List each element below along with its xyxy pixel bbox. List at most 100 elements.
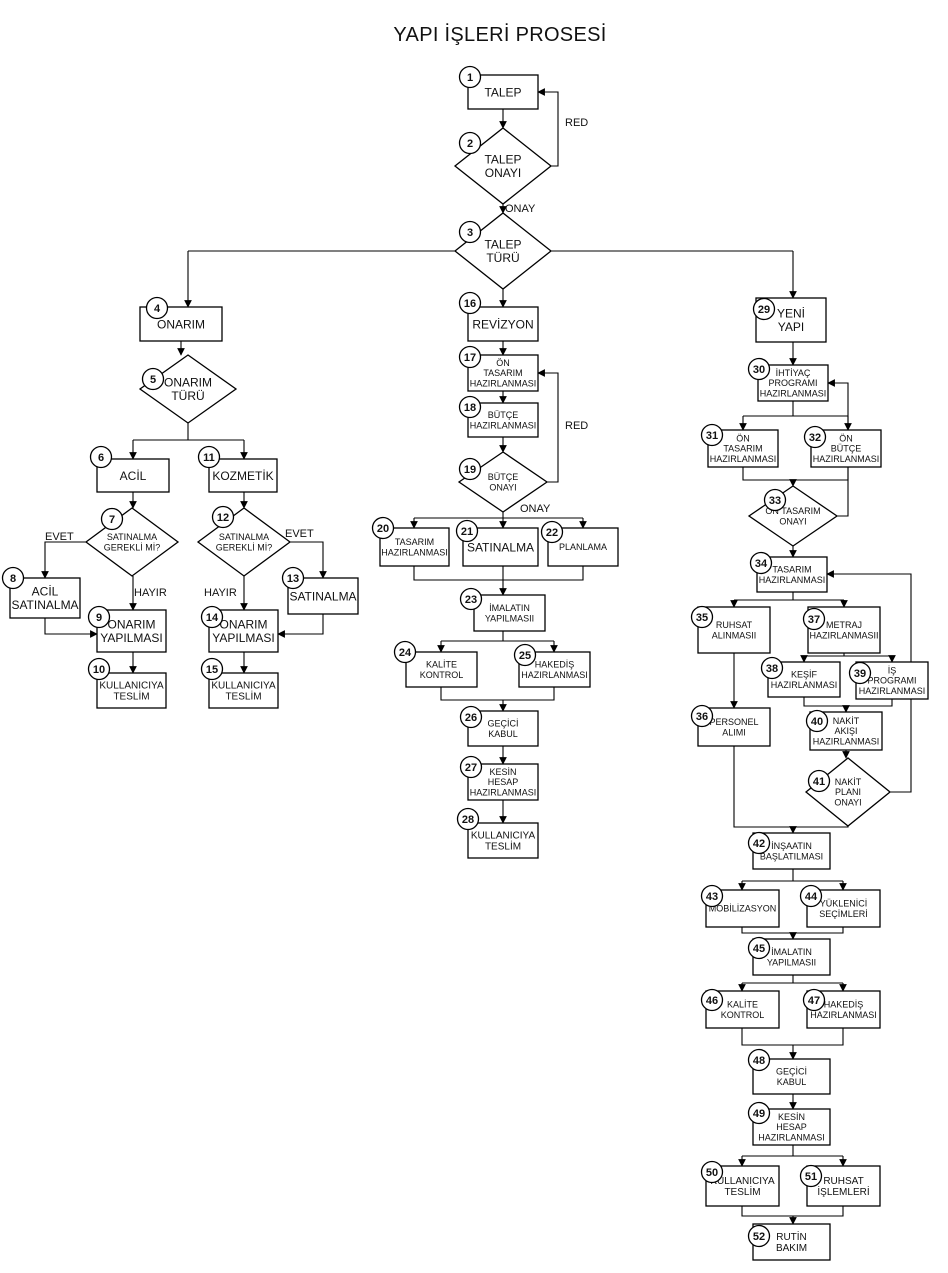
step-label-line: GEREKLİ Mİ? — [216, 542, 273, 552]
step-label-line: ONARIM — [157, 317, 205, 331]
connector-48 — [742, 467, 849, 481]
step-label-line: SEÇİMLERİ — [819, 909, 868, 919]
step-number-badge — [747, 831, 771, 855]
process-box — [96, 672, 167, 709]
step-label-line: KULLANICIYA — [710, 1176, 775, 1187]
step-label-line: ALIMI — [722, 727, 746, 737]
step-label-line: TÜRÜ — [171, 389, 204, 403]
connector-39 — [440, 687, 555, 701]
step-number-badge — [458, 457, 482, 481]
step-label-line: ÖN — [496, 358, 510, 368]
step-number-badge — [799, 1164, 823, 1188]
step-number-badge — [760, 656, 784, 680]
step-number-badge — [458, 131, 482, 155]
step-number: 3 — [467, 227, 473, 239]
step-label-line: KALİTE — [727, 1000, 758, 1010]
step-number: 8 — [10, 573, 16, 585]
edge-label-red: RED — [565, 420, 588, 432]
step-label: ONARIM — [157, 317, 205, 331]
step-label-line: MOBİLİZASYON — [709, 904, 777, 914]
step-number-badge — [200, 657, 224, 681]
connector-22 — [44, 618, 98, 638]
step-label-line: HAKEDİŞ — [535, 660, 575, 670]
step-label-line: ONAYI — [489, 482, 516, 492]
step-label-line: TESLİM — [113, 690, 149, 703]
connector-19 — [41, 541, 86, 579]
step-label-line: HAZIRLANMASI — [813, 736, 880, 746]
step-label-line: HAZIRLANMASI — [759, 575, 826, 585]
step-number-badge — [700, 1160, 724, 1184]
step-label-line: SATINALMA — [11, 598, 78, 612]
step-number: 45 — [753, 943, 765, 955]
step-number-badge — [281, 566, 305, 590]
step-label-line: KABUL — [777, 1077, 807, 1087]
step-label-line: KESİN — [489, 767, 516, 777]
process-box — [405, 651, 478, 688]
step-number-badge — [747, 936, 771, 960]
step-label-line: GEREKLİ Mİ? — [104, 542, 161, 552]
step-label-line: TALEP — [484, 153, 521, 167]
step-number: 21 — [461, 526, 473, 538]
step-number: 50 — [706, 1167, 718, 1179]
step-number: 29 — [758, 304, 770, 316]
step-label-line: TALEP — [484, 85, 521, 99]
step-label-line: BÜTÇE — [488, 410, 519, 420]
step-label-line: GEÇİCİ — [487, 719, 518, 729]
step-number-badge — [458, 345, 482, 369]
step-number: 5 — [150, 374, 156, 386]
step-number-badge — [458, 220, 482, 244]
step-number-badge — [211, 505, 235, 529]
step-number: 25 — [519, 650, 531, 662]
connector-77 — [741, 1028, 844, 1046]
step-label-line: HAZIRLANMASI — [381, 547, 448, 557]
step-label-line: KULLANICIYA — [211, 681, 276, 692]
step-number-badge — [700, 884, 724, 908]
step-label-line: GEÇİCİ — [776, 1067, 807, 1077]
process-box — [752, 1108, 831, 1146]
step-label-line: İŞLEMLERİ — [817, 1185, 869, 1198]
step-number: 11 — [203, 452, 215, 464]
step-number-badge — [700, 423, 724, 447]
step-number-badge — [763, 488, 787, 512]
step-number: 13 — [287, 573, 299, 585]
step-label-line: PLANI — [835, 787, 861, 797]
step-label-line: HAZIRLANMASI — [470, 378, 537, 388]
step-number-badge — [805, 709, 829, 733]
step-number: 19 — [464, 464, 476, 476]
step-number: 48 — [753, 1055, 765, 1067]
step-label-line: ONAYI — [834, 797, 861, 807]
step-label-line: BÜTÇE — [831, 444, 862, 454]
step-label-line: HAZIRLANMASI — [521, 670, 588, 680]
step-number: 42 — [753, 838, 765, 850]
step-label-line: HAKEDİŞ — [824, 1000, 864, 1010]
step-label-line: HAZIRLANMASI — [758, 1132, 825, 1142]
step-number: 9 — [96, 612, 102, 624]
step-label-line: ONAYI — [779, 516, 806, 526]
step-label-line: HAZIRLANMASII — [809, 630, 878, 640]
step-label-line: ACİL — [32, 585, 59, 599]
step-label-line: PROGRAMI — [768, 378, 817, 388]
step-number: 37 — [808, 614, 820, 626]
step-label-line: PERSONEL — [709, 717, 758, 727]
